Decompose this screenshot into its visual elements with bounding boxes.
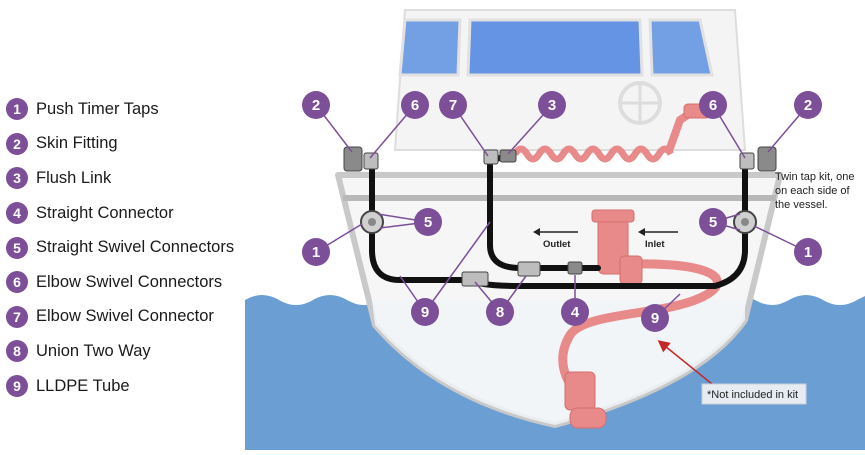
not-included-callout: *Not included in kit	[657, 340, 807, 405]
legend-item: 8 Union Two Way	[6, 334, 256, 369]
legend-item: 3 Flush Link	[6, 161, 256, 196]
callout-bottom-8: 8	[486, 298, 514, 326]
svg-text:5: 5	[424, 214, 432, 231]
svg-text:9: 9	[421, 304, 429, 321]
legend-item: 6 Elbow Swivel Connectors	[6, 265, 256, 300]
legend-number-badge: 2	[6, 132, 28, 155]
callout-right-5: 5	[699, 208, 727, 236]
svg-text:5: 5	[709, 214, 717, 231]
svg-text:2: 2	[312, 97, 320, 114]
legend-label: Union Two Way	[36, 341, 151, 360]
skin-fitting-right	[757, 146, 777, 172]
legend-item: 2 Skin Fitting	[6, 127, 256, 162]
elbow-swivel-top	[483, 149, 499, 165]
legend: 1 Push Timer Taps 2 Skin Fitting 3 Flush…	[6, 92, 256, 403]
legend-item: 1 Push Timer Taps	[6, 92, 256, 127]
legend-number-badge: 5	[6, 236, 28, 259]
elbow-swivel-left	[363, 152, 379, 170]
union-two-way-1	[461, 271, 489, 287]
twin-tap-note-line2: on each side of	[775, 185, 851, 197]
skin-fitting-left	[343, 146, 363, 172]
legend-number-badge: 8	[6, 340, 28, 363]
legend-item: 7 Elbow Swivel Connector	[6, 300, 256, 335]
callout-bottom-4: 4	[561, 298, 589, 326]
outlet-label: Outlet	[543, 239, 571, 250]
svg-text:9: 9	[651, 310, 659, 327]
legend-item: 9 LLDPE Tube	[6, 369, 256, 404]
legend-number-badge: 9	[6, 375, 28, 398]
strainer	[564, 371, 596, 411]
legend-label: Push Timer Taps	[36, 99, 159, 118]
legend-number-badge: 3	[6, 167, 28, 190]
not-included-label: *Not included in kit	[707, 389, 798, 401]
cabin-window-right	[648, 18, 714, 77]
twin-tap-note-line3: the vessel.	[775, 199, 828, 211]
svg-text:6: 6	[709, 97, 717, 114]
svg-text:2: 2	[804, 97, 812, 114]
callout-left-1: 1	[302, 238, 330, 266]
callout-left-2: 2	[302, 91, 330, 119]
legend-label: Elbow Swivel Connectors	[36, 272, 223, 291]
inlet-label: Inlet	[645, 239, 665, 250]
svg-text:6: 6	[411, 97, 419, 114]
legend-number-badge: 6	[6, 271, 28, 294]
through-hull-intake	[569, 407, 607, 429]
svg-text:1: 1	[804, 244, 812, 261]
cabin-window-center	[466, 18, 644, 77]
callout-top-7: 7	[439, 91, 467, 119]
straight-connector	[567, 261, 583, 275]
union-two-way-2	[517, 261, 541, 277]
twin-tap-note-line1: Twin tap kit, one	[775, 171, 855, 183]
legend-label: Elbow Swivel Connector	[36, 307, 214, 326]
svg-text:3: 3	[548, 97, 556, 114]
callout-top-3: 3	[538, 91, 566, 119]
water-pump	[591, 209, 643, 285]
legend-label: LLDPE Tube	[36, 376, 130, 395]
cabin-window-left	[398, 18, 462, 77]
callout-left-6: 6	[401, 91, 429, 119]
legend-item: 4 Straight Connector	[6, 196, 256, 231]
legend-label: Skin Fitting	[36, 134, 118, 153]
legend-label: Straight Swivel Connectors	[36, 238, 235, 257]
svg-text:1: 1	[312, 244, 320, 261]
callout-right-2: 2	[794, 91, 822, 119]
callout-left-5: 5	[414, 208, 442, 236]
legend-label: Flush Link	[36, 168, 112, 187]
svg-text:8: 8	[496, 304, 504, 321]
svg-text:4: 4	[571, 304, 580, 321]
flush-link	[499, 149, 517, 163]
legend-item: 5 Straight Swivel Connectors	[6, 230, 256, 265]
svg-text:7: 7	[449, 97, 457, 114]
legend-label: Straight Connector	[36, 203, 174, 222]
callouts: 2 6 7 3 6 2 5 1 5 1 9 8 4 9	[302, 91, 822, 332]
legend-number-badge: 1	[6, 98, 28, 121]
legend-number-badge: 7	[6, 305, 28, 328]
elbow-swivel-right	[739, 152, 755, 170]
legend-number-badge: 4	[6, 202, 28, 225]
flow-labels: Outlet Inlet	[533, 228, 678, 250]
fittings	[343, 146, 777, 287]
callout-right-6: 6	[699, 91, 727, 119]
callout-bottom-9b: 9	[641, 304, 669, 332]
callout-bottom-9a: 9	[411, 298, 439, 326]
callout-right-1: 1	[794, 238, 822, 266]
